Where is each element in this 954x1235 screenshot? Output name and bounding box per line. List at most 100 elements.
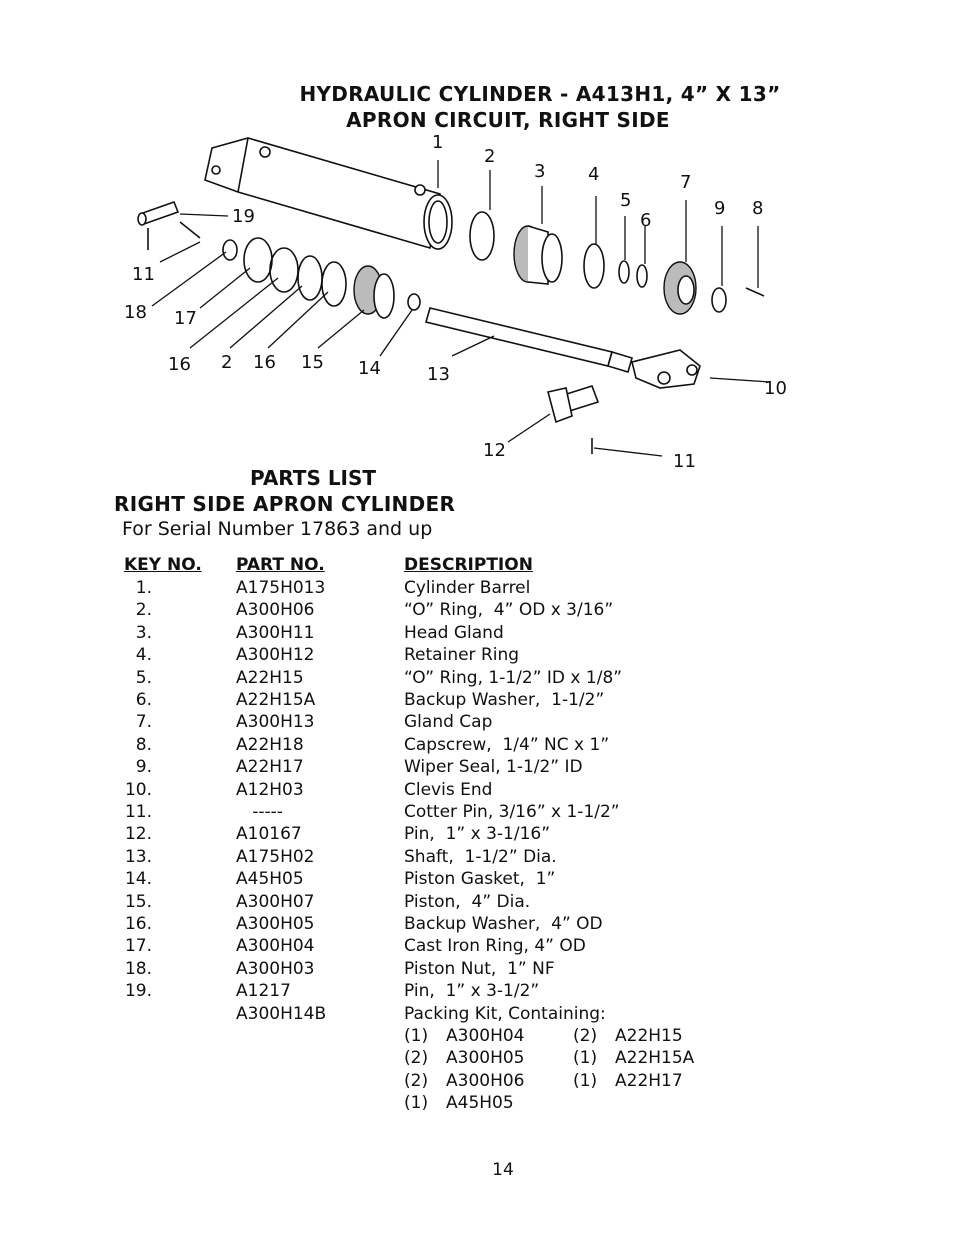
kit-qty: (1) — [573, 1048, 598, 1069]
key-cell: 7. — [135, 712, 152, 733]
kit-part: A22H15 — [615, 1026, 683, 1046]
page-number: 14 — [492, 1160, 514, 1180]
description-cell: Packing Kit, Containing: — [404, 1003, 606, 1024]
description-cell: Cylinder Barrel — [404, 578, 531, 598]
description-cell: Backup Washer, 4” OD — [404, 914, 603, 934]
part-cell: A300H12 — [236, 645, 315, 666]
wiper-seal-drawing — [711, 287, 727, 313]
description-cell: Cotter Pin, 3/16” x 1-1/2” — [404, 802, 620, 822]
kit-qty: (1) — [573, 1070, 598, 1091]
parts-list-subtitle: RIGHT SIDE APRON CYLINDER — [114, 492, 456, 516]
diagram-title: HYDRAULIC CYLINDER - A413H1, 4” X 13” — [299, 82, 781, 106]
description-cell: Gland Cap — [404, 712, 493, 733]
part-cell: A300H04 — [236, 936, 315, 957]
piston-drawing — [353, 265, 395, 319]
description-cell: Clevis End — [404, 779, 493, 800]
backup-washer-16b-drawing — [321, 261, 347, 307]
part-cell: A300H13 — [236, 712, 315, 733]
description-cell: Shaft, 1-1/2” Dia. — [404, 846, 557, 867]
callout-16b: 16 — [253, 352, 276, 373]
callout-2: 2 — [484, 146, 495, 167]
callout-10: 10 — [764, 378, 787, 399]
piston-gasket-drawing — [407, 293, 421, 311]
callout-11b: 11 — [673, 451, 696, 472]
shaft-drawing — [425, 307, 633, 373]
callout-14: 14 — [358, 358, 381, 379]
callout-8: 8 — [752, 198, 763, 219]
key-cell: 13. — [124, 846, 152, 867]
callout-18: 18 — [124, 302, 147, 323]
cylinder-barrel-drawing — [204, 137, 453, 250]
key-cell: 19. — [124, 981, 152, 1002]
key-cell: 1. — [135, 578, 152, 598]
exploded-cylinder-diagram: 1 2 3 4 5 6 7 9 8 19 11 18 17 16 2 16 15… — [124, 132, 787, 472]
part-cell: A22H17 — [236, 757, 304, 778]
o-ring-2b-drawing — [269, 247, 299, 293]
kit-part: A22H17 — [615, 1070, 683, 1091]
header-description: DESCRIPTION — [404, 555, 533, 575]
description-cell: Pin, 1” x 3-1/16” — [404, 824, 551, 845]
table-row: 9. A22H17 Wiper Seal, 1-1/2” ID — [0, 757, 954, 779]
serial-note: For Serial Number 17863 and up — [122, 518, 433, 540]
description-cell: Head Gland — [404, 622, 504, 643]
part-cell: A300H06 — [236, 600, 315, 621]
key-cell: 18. — [124, 958, 152, 979]
description-cell: Pin, 1” x 3-1/2” — [404, 981, 540, 1002]
part-cell: A22H15A — [236, 690, 316, 710]
key-cell: 3. — [135, 622, 152, 643]
key-cell: 16. — [124, 914, 152, 934]
part-cell: A175H02 — [236, 846, 315, 867]
pin-19-drawing — [137, 200, 201, 250]
key-cell: 12. — [124, 824, 152, 845]
part-cell: A22H18 — [236, 734, 304, 755]
callout-1: 1 — [432, 132, 443, 153]
kit-part: A300H05 — [446, 1048, 525, 1069]
piston-nut-drawing — [222, 239, 238, 261]
table-row: 7. A300H13 Gland Cap — [0, 712, 954, 734]
part-cell: A45H05 — [236, 869, 304, 890]
gland-cap-drawing — [663, 261, 697, 315]
key-cell: 10. — [124, 779, 152, 800]
kit-part: A22H15A — [615, 1048, 695, 1069]
kit-qty: (1) — [404, 1093, 429, 1114]
callout-2b: 2 — [221, 352, 232, 373]
key-cell: 8. — [135, 734, 152, 755]
part-cell: A1217 — [236, 981, 291, 1002]
callout-15: 15 — [301, 352, 324, 373]
o-ring-5-drawing — [618, 260, 630, 284]
description-cell: Wiper Seal, 1-1/2” ID — [404, 757, 583, 778]
callout-13: 13 — [427, 364, 450, 385]
part-cell: A10167 — [236, 824, 302, 845]
table-row: 17. A300H04 Cast Iron Ring, 4” OD — [0, 936, 954, 958]
table-row: 2. A300H06 “O” Ring, 4” OD x 3/16” — [0, 600, 954, 622]
callout-19: 19 — [232, 206, 255, 227]
description-cell: Cast Iron Ring, 4” OD — [404, 936, 586, 957]
key-cell: 4. — [135, 645, 152, 666]
description-cell: “O” Ring, 1-1/2” ID x 1/8” — [404, 667, 623, 688]
callout-4: 4 — [588, 164, 599, 185]
head-gland-drawing — [513, 225, 563, 285]
part-cell: ----- — [236, 802, 283, 822]
table-row: 12. A10167 Pin, 1” x 3-1/16” — [0, 824, 954, 846]
clevis-end-drawing — [631, 349, 701, 389]
key-cell: 2. — [135, 600, 152, 621]
callout-7: 7 — [680, 172, 691, 193]
description-cell: “O” Ring, 4” OD x 3/16” — [404, 600, 614, 621]
table-row: 19. A1217 Pin, 1” x 3-1/2” — [0, 981, 954, 1003]
part-cell: A300H07 — [236, 891, 315, 912]
key-cell: 17. — [124, 936, 152, 957]
callout-12: 12 — [483, 440, 506, 461]
part-cell: A300H05 — [236, 914, 315, 934]
key-cell: 9. — [135, 757, 152, 778]
key-cell: 5. — [135, 667, 152, 688]
description-cell: Piston Nut, 1” NF — [404, 958, 555, 979]
capscrew-drawing — [745, 287, 765, 297]
callout-3: 3 — [534, 161, 545, 182]
